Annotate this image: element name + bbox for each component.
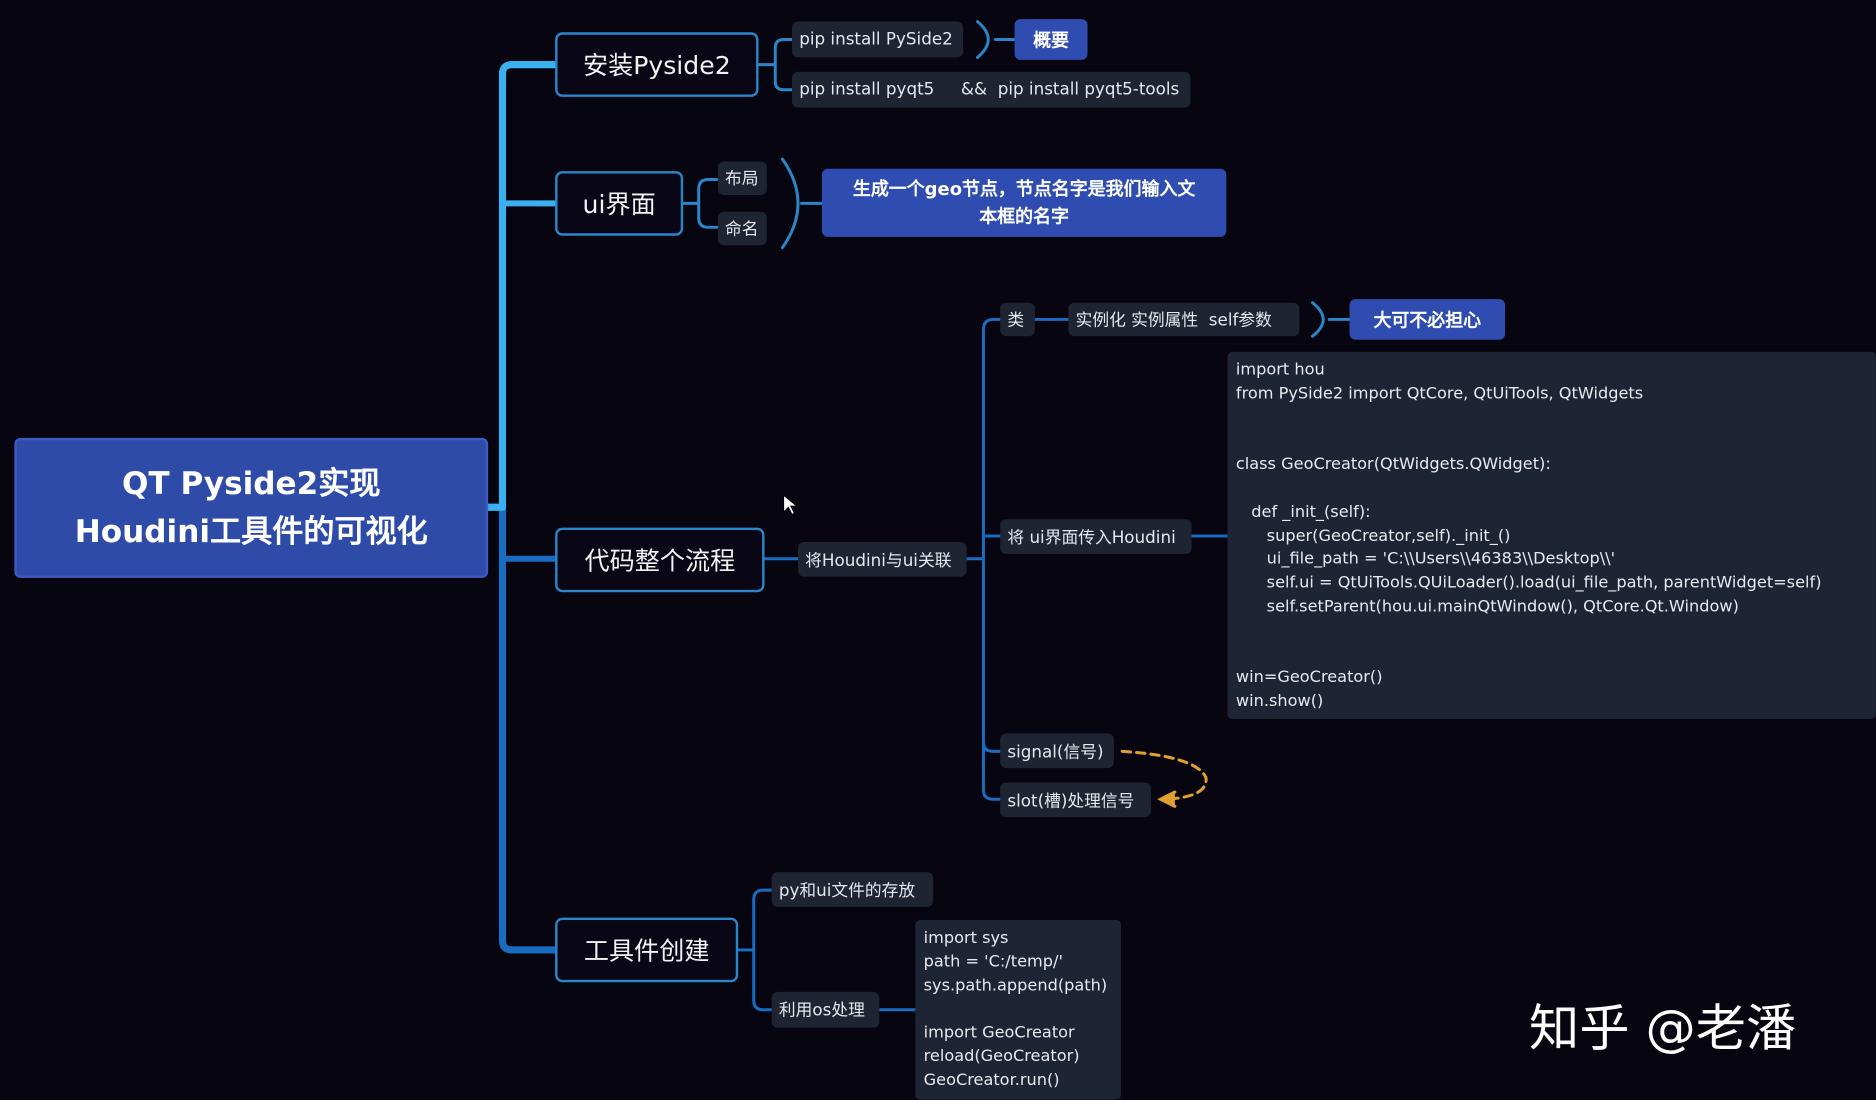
- code-line: self.ui = QtUiTools.QUiLoader().load(ui_…: [1235, 573, 1822, 593]
- code-line: sys.path.append(path): [923, 975, 1108, 995]
- branch-tool[interactable]: 工具件创建: [555, 917, 739, 983]
- code-line: import sys: [923, 928, 1009, 948]
- trunk-top: [498, 61, 559, 511]
- code-line: [1236, 643, 1868, 667]
- leaf-pip-pyqt5[interactable]: pip install pyqt5 && pip install pyqt5-t…: [792, 71, 1191, 108]
- code-line: reload(GeoCreator): [923, 1046, 1080, 1066]
- root-title-line2: Houdini工具件的可视化: [74, 513, 428, 550]
- root-node[interactable]: QT Pyside2实现 Houdini工具件的可视化: [14, 437, 489, 578]
- code-reload[interactable]: import sys path = 'C:/temp/' sys.path.appe…: [915, 920, 1122, 1100]
- leaf-signal[interactable]: signal(信号): [1000, 733, 1114, 769]
- code-line: def _init_(self):: [1235, 502, 1371, 522]
- watermark: 知乎 @老潘: [1528, 998, 1797, 1058]
- leaf-slot[interactable]: slot(槽)处理信号: [1000, 782, 1151, 818]
- summary-overview[interactable]: 概要: [1014, 19, 1088, 60]
- leaf-pass-ui[interactable]: 将 ui界面传入Houdini: [1000, 519, 1192, 554]
- code-line: class GeoCreator(QtWidgets.QWidget):: [1235, 454, 1551, 474]
- code-line: GeoCreator.run(): [923, 1070, 1060, 1090]
- code-line: super(GeoCreator,self)._init_(): [1235, 525, 1511, 546]
- code-line: [1236, 477, 1868, 501]
- leaf-pip-pyside2[interactable]: pip install PySide2: [792, 21, 964, 58]
- leaf-naming[interactable]: 命名: [717, 211, 767, 246]
- leaf-houdini-ui-link[interactable]: 将Houdini与ui关联: [797, 541, 967, 577]
- branch-ui[interactable]: ui界面: [555, 171, 684, 236]
- leaf-class-detail[interactable]: 实例化 实例属性 self参数: [1068, 302, 1300, 337]
- leaf-file-storage[interactable]: py和ui文件的存放: [771, 872, 934, 907]
- mouse-cursor-icon: [783, 494, 799, 516]
- leaf-layout[interactable]: 布局: [717, 161, 767, 196]
- summary-no-worry[interactable]: 大可不必担心: [1349, 299, 1506, 340]
- code-geocreator[interactable]: import hou from PySide2 import QtCore, Qt…: [1227, 351, 1876, 720]
- leaf-os-processing[interactable]: 利用os处理: [771, 991, 880, 1028]
- code-line: [1236, 430, 1868, 454]
- code-line: [1236, 406, 1868, 430]
- code-line: win=GeoCreator(): [1235, 668, 1383, 688]
- branch-install[interactable]: 安装Pyside2: [555, 32, 759, 97]
- code-line: win.show(): [1235, 691, 1324, 711]
- summary-geo-node[interactable]: 生成一个geo节点，节点名字是我们输入文本框的名字: [821, 168, 1227, 237]
- branch-flow[interactable]: 代码整个流程: [555, 527, 765, 593]
- code-line: [924, 998, 1113, 1022]
- code-line: import hou: [1235, 360, 1325, 380]
- code-line: ui_file_path = 'C:\\Users\\46383\\Deskto…: [1235, 549, 1616, 569]
- code-line: [1236, 619, 1868, 643]
- trunk-bottom: [498, 503, 559, 954]
- code-line: path = 'C:/temp/': [923, 952, 1063, 972]
- code-line: import GeoCreator: [923, 1023, 1075, 1043]
- code-line: self.setParent(hou.ui.mainQtWindow(), Qt…: [1235, 596, 1739, 617]
- code-line: from PySide2 import QtCore, QtUiTools, Q…: [1235, 383, 1644, 403]
- signal-slot-arrow: [1120, 749, 1208, 801]
- leaf-class[interactable]: 类: [1000, 302, 1035, 337]
- root-title-line1: QT Pyside2实现: [121, 465, 381, 502]
